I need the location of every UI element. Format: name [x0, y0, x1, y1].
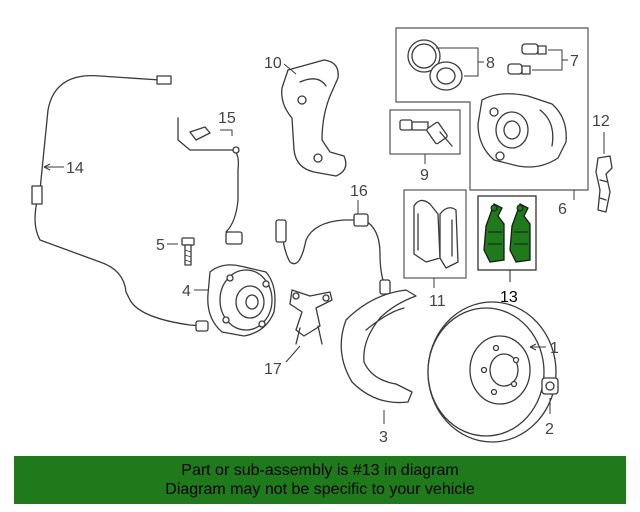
callout-17-label: 17	[264, 361, 282, 378]
callout-1: 1	[529, 340, 559, 357]
callout-16: 16	[350, 183, 368, 214]
group-box-9	[389, 109, 461, 155]
part-17-bracket[interactable]	[289, 289, 333, 345]
callout-8-label: 8	[486, 55, 495, 72]
callout-15-label: 15	[218, 110, 236, 127]
callout-5-label: 5	[156, 237, 165, 254]
group-box-6	[395, 27, 589, 191]
callout-12: 12	[592, 113, 610, 154]
callout-17: 17	[264, 345, 301, 378]
callout-6-label: 6	[558, 201, 567, 218]
part-15-wear-sensor[interactable]	[177, 117, 243, 245]
part-7-bleeder-pins[interactable]	[507, 43, 547, 75]
group-box-11	[403, 189, 467, 279]
info-banner: Part or sub-assembly is #13 in diagram D…	[14, 456, 626, 504]
callout-9-label: 9	[420, 167, 429, 184]
callout-6: 6	[558, 190, 575, 218]
callout-15: 15	[218, 110, 236, 136]
callout-3-label: 3	[379, 429, 388, 446]
callout-4: 4	[182, 283, 208, 300]
callout-12-label: 12	[592, 113, 610, 130]
part-12-clip[interactable]	[595, 155, 613, 213]
callout-11-label: 11	[429, 293, 446, 310]
callout-14: 14	[43, 160, 84, 177]
group-box-13	[477, 195, 537, 271]
callout-7-label: 7	[570, 53, 579, 70]
callout-2-label: 2	[545, 421, 554, 438]
callout-13-label: 13	[500, 289, 518, 306]
callout-8: 8	[436, 47, 495, 77]
callout-7: 7	[532, 49, 579, 71]
callout-4-label: 4	[182, 283, 191, 300]
part-8-seals[interactable]	[407, 39, 463, 91]
callout-5: 5	[156, 237, 178, 254]
banner-line-2: Diagram may not be specific to your vehi…	[165, 481, 475, 498]
callout-9: 9	[420, 154, 429, 184]
part-13-hardware-kit[interactable]	[483, 203, 531, 263]
part-2-lug-bolt[interactable]	[541, 377, 559, 395]
part-16-brake-hose[interactable]	[275, 213, 391, 295]
part-10-caliper-carrier[interactable]	[281, 59, 347, 177]
callout-13: 13	[500, 270, 518, 306]
part-14-speed-sensor-cable[interactable]	[31, 74, 209, 332]
callout-16-label: 16	[350, 183, 368, 200]
brake-assembly-diagram: 14 15 5 4	[31, 27, 613, 446]
callout-10-label: 10	[264, 55, 282, 72]
part-6-caliper[interactable]	[477, 93, 567, 168]
callout-3: 3	[379, 410, 388, 446]
part-4-wheel-hub[interactable]	[207, 264, 276, 337]
callout-2: 2	[545, 398, 554, 438]
banner-line-1: Part or sub-assembly is #13 in diagram	[181, 462, 459, 479]
part-5-bolt[interactable]	[181, 237, 195, 266]
part-1-brake-rotor[interactable]	[427, 301, 557, 443]
part-11-brake-pads[interactable]	[413, 199, 459, 269]
part-9-guide-bolt-kit[interactable]	[399, 119, 453, 147]
callout-1-label: 1	[550, 340, 559, 357]
callout-14-label: 14	[66, 160, 84, 177]
callout-11: 11	[429, 278, 446, 310]
callout-10: 10	[264, 55, 297, 75]
part-3-dust-shield[interactable]	[340, 289, 417, 404]
